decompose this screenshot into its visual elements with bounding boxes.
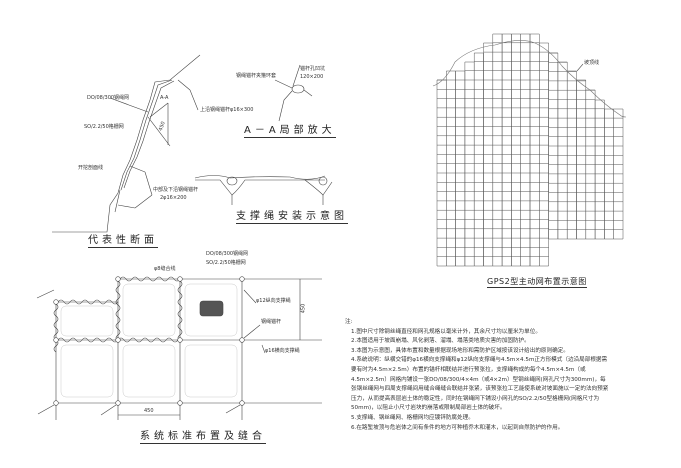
anchor-label: 钢绳锚杆	[261, 319, 282, 325]
pit-size-label: 120×200	[300, 74, 324, 80]
detail-title: A－A局部放大	[244, 125, 336, 138]
excavation-line-label: 开挖剖面线	[78, 165, 104, 171]
seam-label: φ8缝合线	[154, 266, 176, 272]
note-item: 1.图中尺寸除钢丝绳直径和网孔规格以毫米计外，其余尺寸均以厘米为单位。	[351, 328, 541, 335]
section-profile	[52, 54, 201, 233]
top-anchor-label: 上沿钢绳锚杆φ16×300	[200, 107, 254, 113]
layout-grid-net-label: SO/2.2/50格栅网	[206, 260, 246, 266]
note-item: 5.支撑绳、钢丝绳网、格栅网均应镀锌防腐处理。	[351, 414, 474, 421]
section-rope-net-label: DO/08/300钢绳网	[87, 95, 130, 101]
notes-heading: 注:	[345, 319, 353, 325]
note-item: 3.本图为示意图，具体布置和数量根据现场地形和需防护区域按该设计给出的原则确定。	[351, 347, 569, 354]
horizontal-rope-label: φ16横向支撑绳	[265, 348, 300, 354]
horizontal-spacing-label: 450	[144, 408, 154, 414]
slope-line-label: 坡顶线	[584, 60, 600, 66]
layout-grid	[36, 276, 322, 420]
mid-anchor-spec: 2φ16×200	[160, 195, 187, 201]
support-rope-drawing	[194, 175, 333, 205]
clamp-label: 钢绳锚杆夹箍环套	[236, 73, 277, 79]
layout-rope-net-label: DO/08/300钢绳网	[206, 251, 249, 257]
detail-mark-label: A-A	[160, 95, 169, 101]
section-grid-net-label: SO/2.2/50格栅网	[84, 124, 124, 130]
mid-anchor-label: 中部及下沿钢绳锚杆	[153, 187, 199, 193]
plan-grid	[436, 33, 624, 267]
vertical-spacing-label: 450	[300, 303, 307, 314]
slope-crest-line	[432, 40, 627, 118]
vertical-rope-label: φ12纵向支撑绳	[256, 298, 291, 304]
notes: 注: 1.图中尺寸除钢丝绳直径和网孔规格以毫米计外，其余尺寸均以厘米为单位。 2…	[345, 318, 665, 433]
plan-title: GPS2型主动网布置示意图	[487, 277, 587, 288]
note-item: 4.系统说明：纵横交错的φ16横向支撑绳和φ12纵向支撑绳与4.5m×4.5m正…	[351, 357, 609, 412]
note-item: 6.在路堑坡顶与危岩体之间有条件的地方可种植乔木和灌木，以起到自然防护的作用。	[351, 424, 564, 431]
section-title: 代表性断面	[88, 235, 158, 248]
support-rope-title: 支撑绳安装示意图	[236, 211, 348, 224]
note-item: 2.本图适用于坡面崩塌、风化剥落、溜塌、塌落类地质灾害的加固防护。	[351, 338, 530, 345]
detail-drawing	[274, 64, 313, 122]
pit-label: 锚杆孔凹坑	[300, 66, 326, 72]
layout-title: 系统标准布置及缝合	[140, 431, 266, 444]
